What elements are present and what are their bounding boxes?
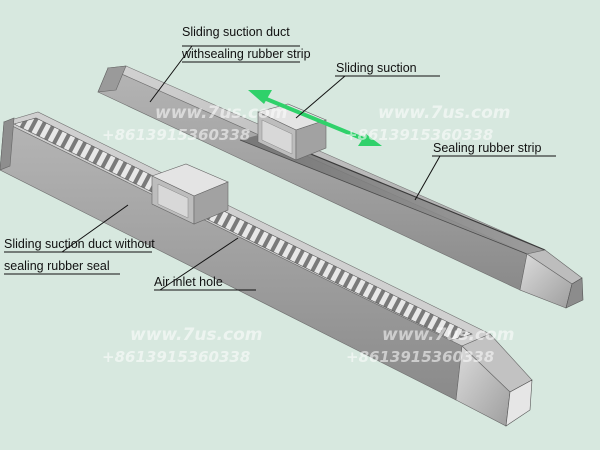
watermark-phone: +8613915360338 [345, 126, 493, 144]
watermark-phone: +8613915360338 [102, 348, 250, 366]
air-inlet-label: Air inlet hole [154, 275, 223, 289]
sliding-suction-label: Sliding suction [336, 61, 417, 75]
watermark-phone: +8613915360338 [102, 126, 250, 144]
top-duct-left-end [97, 65, 127, 93]
top-sliding-suction-box [257, 103, 327, 161]
bottom-duct [0, 111, 533, 427]
watermark-site: www.7us.com [378, 103, 510, 123]
top-duct-label-line1: Sliding suction duct [182, 25, 290, 39]
bottom-sliding-suction-box [151, 163, 229, 225]
watermark-phone: +8613915360338 [346, 348, 494, 366]
sealing-rubber-strip [240, 134, 545, 254]
bottom-duct-label-line1: Sliding suction duct without [4, 237, 155, 251]
bottom-duct-nozzle-face [505, 379, 533, 427]
watermark-site: www.7us.com [382, 325, 514, 345]
watermark-site: www.7us.com [130, 325, 262, 345]
bottom-duct-left-end [0, 117, 15, 171]
callout-lines [4, 45, 556, 291]
watermark-site: www.7us.com [155, 103, 287, 123]
bottom-duct-label-line2: sealing rubber seal [4, 259, 110, 273]
top-duct-nozzle-face [565, 277, 584, 309]
top-duct [97, 65, 584, 309]
top-duct-label-line2: withsealing rubber strip [181, 47, 311, 61]
air-inlet-slots [13, 117, 473, 341]
double-headed-arrow-icon [248, 90, 382, 146]
watermark: www.7us.com +8613915360338 www.7us.com +… [102, 103, 514, 366]
labels: Sliding suction duct withsealing rubber … [4, 25, 541, 289]
sealing-strip-label: Sealing rubber strip [433, 141, 541, 155]
